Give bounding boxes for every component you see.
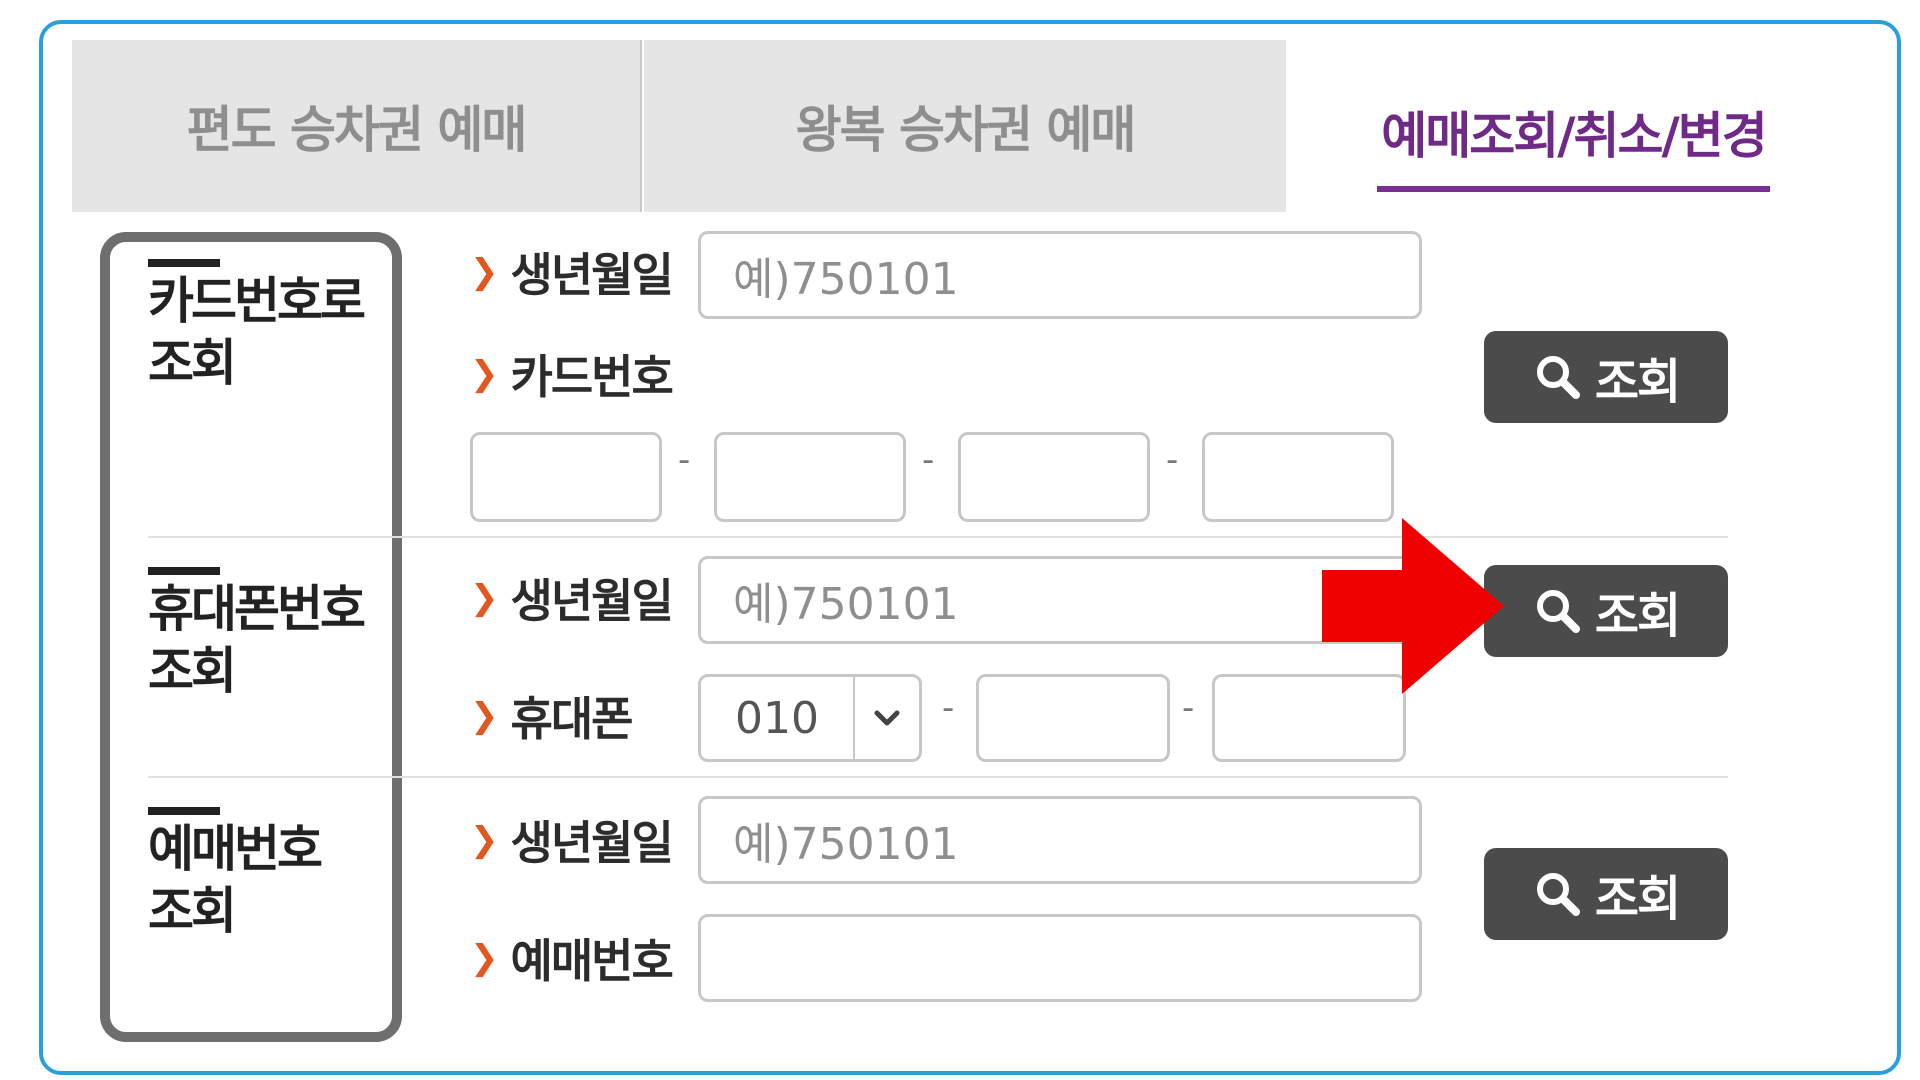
- tab-inquiry-label: 예매조회/취소/변경: [1377, 96, 1770, 192]
- divider: [148, 776, 1728, 778]
- card-number-part-3[interactable]: [958, 432, 1150, 522]
- phone-prefix-select[interactable]: 010: [698, 674, 922, 762]
- button-label: 조회: [1594, 871, 1681, 927]
- label-text: 생년월일: [510, 248, 674, 302]
- label-text: 생년월일: [510, 574, 674, 628]
- button-label: 조회: [1594, 588, 1681, 644]
- search-button-reservation[interactable]: 조회: [1484, 848, 1728, 940]
- label-text: 카드번호: [510, 350, 674, 404]
- section-title-phone: 휴대폰번호 조회: [148, 580, 366, 700]
- label-reservation-number: ❯ 예매번호: [470, 928, 674, 988]
- search-icon: [1536, 356, 1580, 399]
- card-number-part-1[interactable]: [470, 432, 662, 522]
- chevron-right-icon: ❯: [470, 938, 498, 978]
- birthdate-input-card[interactable]: 예)750101: [698, 231, 1422, 319]
- search-icon: [1536, 873, 1580, 916]
- label-birthdate-reservation: ❯ 생년월일: [470, 810, 674, 870]
- chevron-right-icon: ❯: [470, 820, 498, 860]
- annotation-arrow-icon: [1322, 518, 1504, 694]
- reservation-number-input[interactable]: [698, 914, 1422, 1002]
- phone-prefix-value: 010: [735, 692, 819, 744]
- birthdate-input-reservation[interactable]: 예)750101: [698, 796, 1422, 884]
- label-text: 예매번호: [510, 934, 674, 988]
- dash: -: [1166, 440, 1179, 480]
- chevron-right-icon: ❯: [470, 252, 498, 292]
- dash: -: [942, 688, 955, 728]
- card-number-part-2[interactable]: [714, 432, 906, 522]
- search-button-card[interactable]: 조회: [1484, 331, 1728, 423]
- tab-inquiry[interactable]: 예매조회/취소/변경: [1286, 40, 1861, 212]
- title-bar: [148, 807, 220, 815]
- label-birthdate-phone: ❯ 생년월일: [470, 568, 674, 628]
- search-button-phone[interactable]: 조회: [1484, 565, 1728, 657]
- label-card-number: ❯ 카드번호: [470, 344, 674, 404]
- label-phone: ❯ 휴대폰: [470, 686, 634, 746]
- chevron-right-icon: ❯: [470, 354, 498, 394]
- title-bar: [148, 567, 220, 575]
- phone-middle-input[interactable]: [976, 674, 1170, 762]
- dash: -: [922, 440, 935, 480]
- panel-frame: [39, 20, 1901, 1075]
- label-birthdate-card: ❯ 생년월일: [470, 242, 674, 302]
- dash: -: [678, 440, 691, 480]
- section-title-highlight: [100, 232, 402, 1042]
- section-title-reservation: 예매번호 조회: [148, 820, 323, 940]
- phone-last-input[interactable]: [1212, 674, 1406, 762]
- title-bar: [148, 259, 220, 267]
- card-number-part-4[interactable]: [1202, 432, 1394, 522]
- tab-round-trip[interactable]: 왕복 승차권 예매: [644, 40, 1286, 212]
- label-text: 휴대폰: [510, 692, 634, 746]
- divider: [148, 536, 1728, 538]
- chevron-right-icon: ❯: [470, 578, 498, 618]
- button-label: 조회: [1594, 354, 1681, 410]
- chevron-right-icon: ❯: [470, 696, 498, 736]
- tab-one-way[interactable]: 편도 승차권 예매: [72, 40, 642, 212]
- dash: -: [1182, 688, 1195, 728]
- birthdate-input-phone[interactable]: 예)750101: [698, 556, 1422, 644]
- chevron-down-icon: [853, 677, 919, 759]
- label-text: 생년월일: [510, 816, 674, 870]
- section-title-card: 카드번호로 조회: [148, 272, 366, 392]
- search-icon: [1536, 590, 1580, 633]
